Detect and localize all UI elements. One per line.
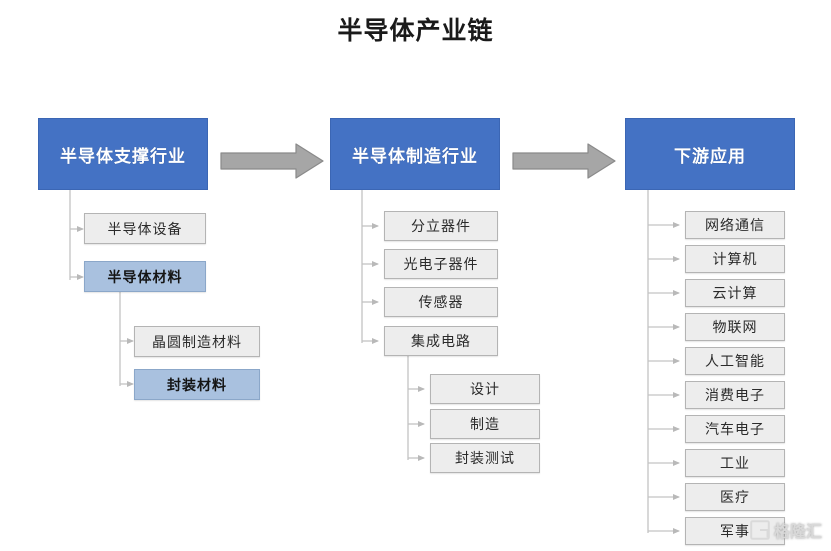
gelonghui-logo-icon bbox=[750, 520, 770, 540]
node-label: 军事 bbox=[720, 524, 750, 540]
node-ic-design[interactable]: 设计 bbox=[430, 374, 540, 404]
node-semiconductor-equipment[interactable]: 半导体设备 bbox=[84, 213, 206, 244]
node-ic-packaging-testing[interactable]: 封装测试 bbox=[430, 443, 540, 473]
node-automotive-electronics[interactable]: 汽车电子 bbox=[685, 415, 785, 443]
stage-header-support[interactable]: 半导体支撑行业 bbox=[38, 118, 208, 190]
node-iot[interactable]: 物联网 bbox=[685, 313, 785, 341]
node-discrete-devices[interactable]: 分立器件 bbox=[384, 211, 498, 241]
node-label: 计算机 bbox=[712, 252, 758, 268]
node-label: 封装材料 bbox=[167, 377, 227, 394]
node-integrated-circuits[interactable]: 集成电路 bbox=[384, 326, 498, 356]
node-medical[interactable]: 医疗 bbox=[685, 483, 785, 511]
node-label: 消费电子 bbox=[705, 388, 765, 404]
stage-header-downstream[interactable]: 下游应用 bbox=[625, 118, 795, 190]
node-label: 设计 bbox=[470, 382, 500, 398]
watermark-text: 格隆汇 bbox=[774, 522, 823, 541]
node-network-communication[interactable]: 网络通信 bbox=[685, 211, 785, 239]
page-title: 半导体产业链 bbox=[337, 16, 494, 45]
node-label: 汽车电子 bbox=[705, 422, 765, 438]
stage-header-downstream-label: 下游应用 bbox=[674, 146, 746, 167]
watermark: 格隆汇 bbox=[750, 518, 822, 542]
node-label: 分立器件 bbox=[411, 219, 471, 235]
node-label: 封装测试 bbox=[455, 451, 515, 467]
arrow-support-to-manufacturing bbox=[220, 143, 324, 179]
node-optoelectronic-devices[interactable]: 光电子器件 bbox=[384, 249, 498, 279]
node-label: 传感器 bbox=[418, 295, 464, 311]
stage-header-support-label: 半导体支撑行业 bbox=[60, 146, 186, 167]
node-sensors[interactable]: 传感器 bbox=[384, 287, 498, 317]
node-label: 半导体设备 bbox=[107, 221, 183, 238]
node-computer[interactable]: 计算机 bbox=[685, 245, 785, 273]
node-artificial-intelligence[interactable]: 人工智能 bbox=[685, 347, 785, 375]
node-label: 网络通信 bbox=[705, 218, 765, 234]
node-consumer-electronics[interactable]: 消费电子 bbox=[685, 381, 785, 409]
node-label: 制造 bbox=[470, 417, 500, 433]
stage-header-manufacturing-label: 半导体制造行业 bbox=[352, 146, 478, 167]
node-cloud-computing[interactable]: 云计算 bbox=[685, 279, 785, 307]
node-label: 云计算 bbox=[712, 286, 758, 302]
node-label: 集成电路 bbox=[411, 334, 471, 350]
node-label: 工业 bbox=[720, 456, 750, 472]
node-label: 人工智能 bbox=[705, 354, 765, 370]
node-semiconductor-materials[interactable]: 半导体材料 bbox=[84, 261, 206, 292]
node-ic-fabrication[interactable]: 制造 bbox=[430, 409, 540, 439]
arrow-manufacturing-to-downstream bbox=[512, 143, 616, 179]
node-label: 物联网 bbox=[712, 320, 758, 336]
node-label: 医疗 bbox=[720, 490, 750, 506]
node-packaging-materials[interactable]: 封装材料 bbox=[134, 369, 260, 400]
node-label: 半导体材料 bbox=[107, 269, 183, 286]
node-label: 晶圆制造材料 bbox=[152, 334, 242, 351]
stage-header-manufacturing[interactable]: 半导体制造行业 bbox=[330, 118, 500, 190]
node-wafer-fab-materials[interactable]: 晶圆制造材料 bbox=[134, 326, 260, 357]
node-label: 光电子器件 bbox=[403, 257, 479, 273]
node-industrial[interactable]: 工业 bbox=[685, 449, 785, 477]
